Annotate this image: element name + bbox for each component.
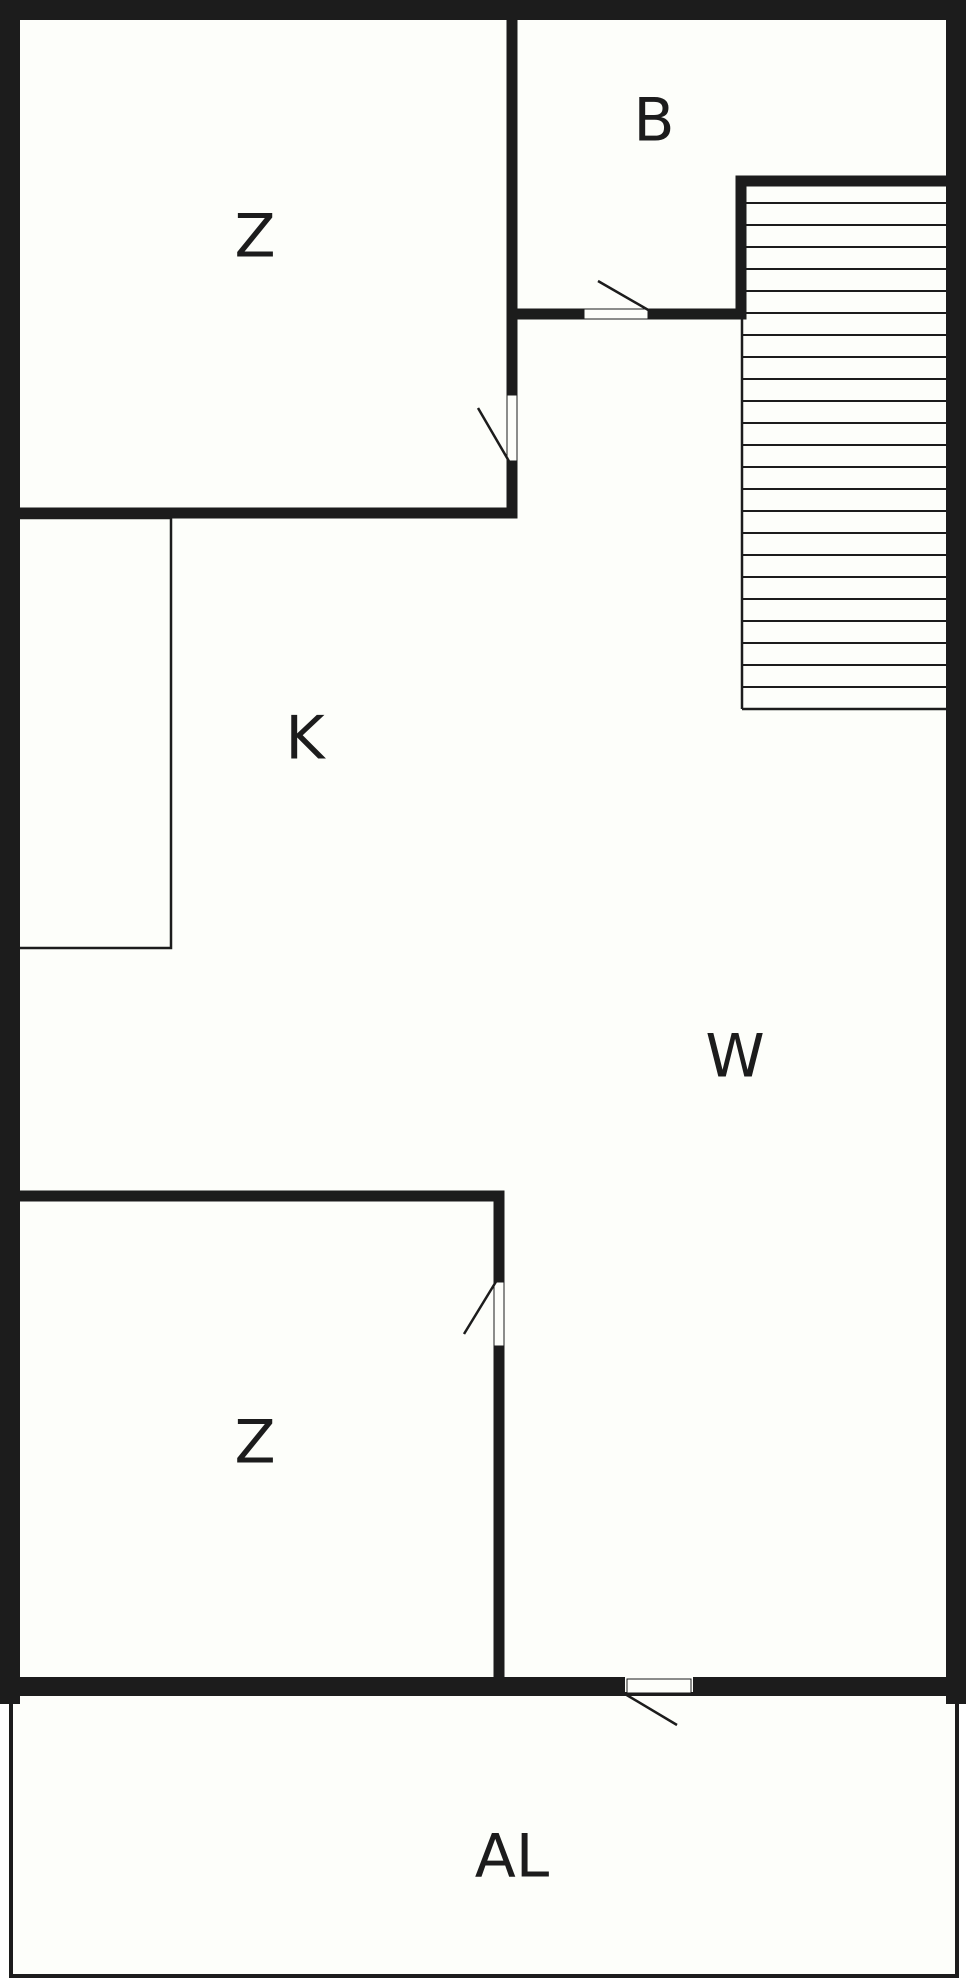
interior-floor bbox=[10, 10, 956, 1694]
door-bedroom-top-leaf bbox=[476, 407, 512, 464]
door-bathroom-gap bbox=[583, 308, 649, 320]
door-bathroom-leaf bbox=[597, 279, 651, 313]
room-label-bedroom-top: Z bbox=[234, 202, 275, 272]
staircase bbox=[740, 186, 946, 711]
room-label-kitchen: K bbox=[285, 704, 326, 774]
door-bedroom-top-gap bbox=[506, 394, 518, 462]
kitchen-counter bbox=[16, 516, 173, 950]
outer-walls bbox=[0, 0, 966, 1704]
room-label-living: W bbox=[705, 1022, 764, 1092]
door-bedroom-bottom-gap bbox=[493, 1281, 505, 1347]
room-label-balcony: AL bbox=[475, 1822, 550, 1892]
door-balcony-gap bbox=[626, 1678, 692, 1694]
balcony-floor bbox=[11, 1694, 957, 1976]
doors bbox=[462, 279, 692, 1727]
room-label-bedroom-bottom: Z bbox=[234, 1408, 275, 1478]
room-label-bathroom: B bbox=[633, 86, 674, 156]
stair-treads bbox=[742, 202, 946, 688]
interior-walls bbox=[10, 10, 952, 1686]
door-balcony-leaf bbox=[624, 1692, 678, 1727]
door-bedroom-bottom-leaf bbox=[462, 1279, 499, 1335]
